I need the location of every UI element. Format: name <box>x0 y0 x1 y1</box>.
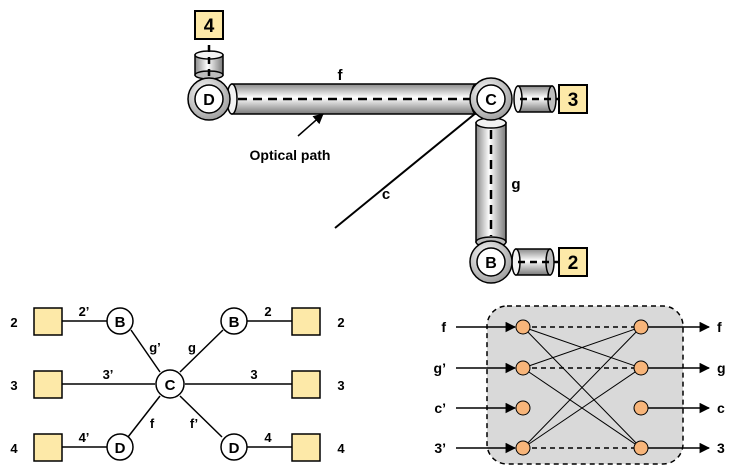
star-node-c: C <box>155 369 185 399</box>
star-label-3: 3 <box>250 367 257 382</box>
star-label-f: f <box>150 416 155 431</box>
switch-dashed-links <box>523 326 641 449</box>
star-label-fp: f’ <box>190 416 198 431</box>
switch-out-port-1 <box>633 319 649 335</box>
svg-text:B: B <box>229 314 240 331</box>
node-b-label: B <box>485 255 497 272</box>
star-node-b-right: B <box>220 307 248 335</box>
switch-diagram: f g’ c’ 3’ f g c 3 <box>434 305 726 465</box>
switch-output-label: 3 <box>717 440 725 456</box>
switch-in-port-3 <box>515 400 531 416</box>
terminal-4-top: 4 <box>194 10 224 40</box>
switch-out-port-2 <box>633 360 649 376</box>
svg-text:3: 3 <box>337 378 344 393</box>
svg-text:4: 4 <box>10 441 18 456</box>
switch-in-port-4 <box>515 440 531 456</box>
svg-text:4: 4 <box>337 441 345 456</box>
node-c-top: C <box>469 77 513 121</box>
switch-out-port-4 <box>633 440 649 456</box>
link-label-g: g <box>511 176 520 193</box>
star-label-2: 2 <box>264 304 271 319</box>
stub-d-4 <box>194 45 224 80</box>
switch-output-label: c <box>717 400 725 416</box>
switch-output-arrows <box>648 321 711 454</box>
link-label-f: f <box>338 67 344 84</box>
svg-text:4: 4 <box>204 16 215 37</box>
star-node-d-right: D <box>220 433 248 461</box>
svg-text:2: 2 <box>10 315 17 330</box>
optical-path-arrow <box>297 113 324 137</box>
star-terminal-right-4 <box>291 433 321 462</box>
link-c-line <box>334 107 483 229</box>
switch-output-label: f <box>717 319 722 335</box>
svg-text:C: C <box>165 377 176 394</box>
tube-f <box>226 83 482 115</box>
star-node-d-left: D <box>106 433 134 461</box>
svg-text:2: 2 <box>337 315 344 330</box>
terminal-2-top: 2 <box>558 247 588 277</box>
switch-out-port-3 <box>633 400 649 416</box>
switch-in-port-1 <box>515 319 531 335</box>
node-d-top: D <box>187 77 231 121</box>
star-diagram: 2 3 4 2 3 4 B B C D D 2’ 3’ 4’ 2 <box>10 304 345 462</box>
svg-text:3: 3 <box>10 378 17 393</box>
switch-in-port-2 <box>515 360 531 376</box>
star-terminal-right-2 <box>291 307 321 336</box>
star-label-4p: 4’ <box>79 430 90 445</box>
switch-input-label: c’ <box>434 400 446 416</box>
svg-text:D: D <box>115 440 126 457</box>
tube-g <box>475 117 507 248</box>
switch-input-label: 3’ <box>434 440 446 456</box>
star-label-4: 4 <box>264 430 272 445</box>
star-terminal-left-2 <box>33 307 63 336</box>
star-links <box>62 320 292 448</box>
stub-c-3 <box>513 85 559 113</box>
star-terminal-left-3 <box>33 370 63 399</box>
svg-text:B: B <box>115 314 126 331</box>
terminal-3-top: 3 <box>558 84 588 114</box>
star-label-g: g <box>188 340 196 355</box>
star-terminal-left-4 <box>33 433 63 462</box>
switch-input-label: f <box>441 319 446 335</box>
star-terminal-right-3 <box>291 370 321 399</box>
node-d-label: D <box>203 92 215 109</box>
switch-cross-links <box>522 326 642 449</box>
star-label-3p: 3’ <box>103 367 114 382</box>
stub-b-2 <box>511 248 559 276</box>
link-label-c: c <box>382 186 390 203</box>
switch-input-label: g’ <box>434 360 446 376</box>
node-c-label: C <box>485 92 497 109</box>
star-node-b-left: B <box>106 307 134 335</box>
top-diagram: D C B 4 3 2 f g c <box>187 10 588 284</box>
svg-text:3: 3 <box>568 90 579 111</box>
switch-input-arrows <box>456 321 517 454</box>
star-label-gp: g’ <box>149 340 161 355</box>
node-b-top: B <box>469 240 513 284</box>
optical-path-label: Optical path <box>250 147 331 163</box>
star-label-2p: 2’ <box>79 304 90 319</box>
switch-ports <box>515 319 649 456</box>
svg-text:2: 2 <box>568 253 579 274</box>
switch-output-label: g <box>717 360 726 376</box>
svg-text:D: D <box>229 440 240 457</box>
